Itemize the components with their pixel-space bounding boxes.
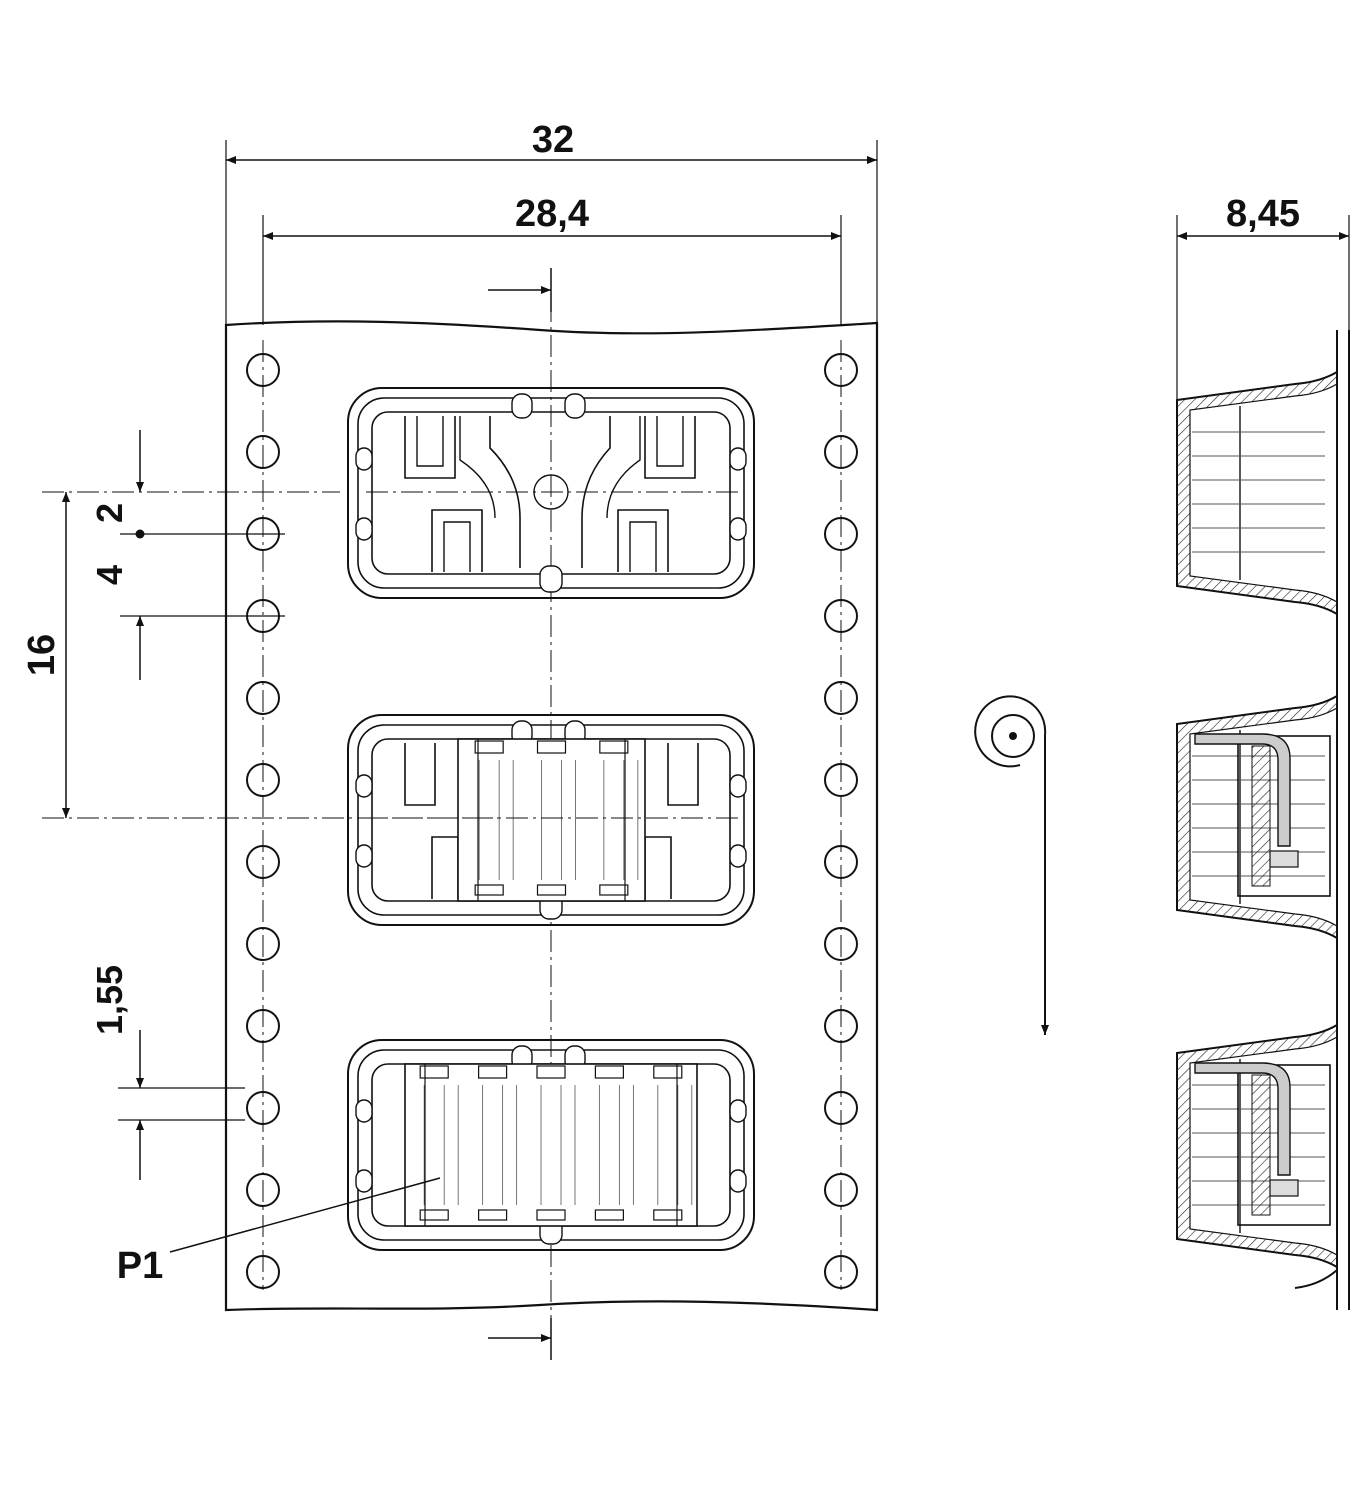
pocket-rib: [656, 416, 684, 467]
pocket-side-bump: [729, 447, 747, 471]
side-pocket: [1176, 985, 1338, 1269]
side-component-section: [1251, 1074, 1271, 1216]
component-pin: [599, 740, 629, 754]
pocket-top-nub: [511, 393, 533, 419]
component-body: [457, 738, 646, 902]
hole-pitch-label: 4: [89, 565, 130, 585]
pocket-rib: [629, 521, 657, 572]
side-component-section: [1251, 745, 1271, 887]
component-pin: [536, 1065, 566, 1079]
pocket-rib: [416, 416, 444, 467]
side-component-contact: [1194, 733, 1291, 847]
pocket-rib: [617, 509, 669, 572]
pocket-side-bump: [729, 844, 747, 868]
pocket-side-bump: [729, 1099, 747, 1123]
pocket-side-bump: [355, 517, 373, 541]
component-pin: [536, 740, 567, 754]
side-pocket-section: [1176, 1023, 1338, 1269]
component-pin: [536, 884, 567, 896]
hole-pitch-span-label: 28,4: [515, 193, 589, 235]
dimension-pocket-pitch: 16: [21, 491, 500, 819]
overall-width-label: 32: [532, 119, 574, 161]
pocket-bottom-nub: [539, 565, 563, 593]
component-pin: [536, 1209, 566, 1221]
side-pocket-section: [1176, 370, 1338, 616]
carrier-tape-side-view: [1176, 330, 1350, 1310]
component-pin: [474, 740, 504, 754]
pocket: [347, 1039, 755, 1251]
component-pin: [478, 1209, 508, 1221]
dimension-overall-width: 32: [225, 119, 878, 325]
pocket-side-bump: [729, 517, 747, 541]
pocket-top-nub: [564, 393, 586, 419]
hole-diameter-label: 1,55: [89, 965, 130, 1035]
pocket-rib: [404, 743, 436, 806]
component-body: [404, 1063, 698, 1227]
side-component-contact: [1194, 1062, 1291, 1176]
sprocket-hole: [824, 435, 858, 469]
pocket-side-bump: [729, 774, 747, 798]
component-pockets: [347, 387, 755, 1251]
pocket-pitch-label: 16: [21, 634, 63, 676]
side-pocket: [1176, 332, 1338, 616]
component-pin: [653, 1065, 683, 1079]
component-pin: [474, 884, 504, 896]
pocket-rib: [644, 836, 672, 899]
dimension-tape-depth: 8,45: [1176, 193, 1350, 400]
pocket-outer-rim: [347, 387, 755, 599]
side-component-pin: [1269, 1179, 1299, 1197]
carrier-tape-front-view: [224, 320, 879, 1312]
dimension-center-offset-bottom: [488, 1318, 552, 1360]
pocket-outer-rim: [347, 1039, 755, 1251]
pocket-side-bump: [729, 1169, 747, 1193]
component-pin: [419, 1065, 449, 1079]
pocket-side-bump: [355, 1169, 373, 1193]
pocket-callout-label: P1: [117, 1245, 163, 1287]
pocket-rib: [431, 836, 459, 899]
component-pin: [599, 884, 629, 896]
pocket-offset-label: 2: [89, 503, 130, 523]
pocket-rib: [644, 416, 696, 479]
dimension-hole-pitch: 4: [89, 565, 285, 680]
component-pin: [419, 1209, 449, 1221]
pocket-side-bump: [355, 774, 373, 798]
pocket: [347, 714, 755, 926]
pocket-rib: [667, 743, 699, 806]
pocket-side-bump: [355, 447, 373, 471]
side-component-body: [1237, 1064, 1331, 1226]
component-pin: [594, 1209, 625, 1221]
pocket-rib: [431, 509, 483, 572]
dimension-pocket-offset: 2: [89, 430, 285, 539]
pocket: [347, 387, 755, 599]
feed-direction-reel-icon: [974, 695, 1049, 1035]
component-pin: [478, 1065, 508, 1079]
side-pocket-section: [1176, 694, 1338, 940]
side-pocket-wall: [1176, 332, 1338, 615]
pocket-rib: [443, 521, 471, 572]
component-pin: [653, 1209, 683, 1221]
component-pin: [594, 1065, 625, 1079]
side-component-body: [1237, 735, 1331, 897]
dimension-hole-diameter: 1,55: [89, 965, 245, 1180]
tape-depth-label: 8,45: [1226, 193, 1300, 235]
pocket-callout: P1: [117, 1177, 441, 1287]
pocket-rib: [404, 416, 456, 479]
side-component-pin: [1269, 850, 1299, 868]
pocket-side-bump: [355, 1099, 373, 1123]
side-pocket: [1176, 656, 1338, 940]
pocket-center-wall: [489, 416, 611, 568]
pocket-side-bump: [355, 844, 373, 868]
sprocket-hole: [246, 435, 280, 469]
side-flange-end: [1294, 1269, 1338, 1289]
pocket-outer-rim: [347, 714, 755, 926]
pocket-center-wall: [459, 416, 641, 519]
dimension-hole-pitch-span: 28,4: [262, 193, 842, 325]
dimension-center-offset-top: [488, 268, 552, 312]
